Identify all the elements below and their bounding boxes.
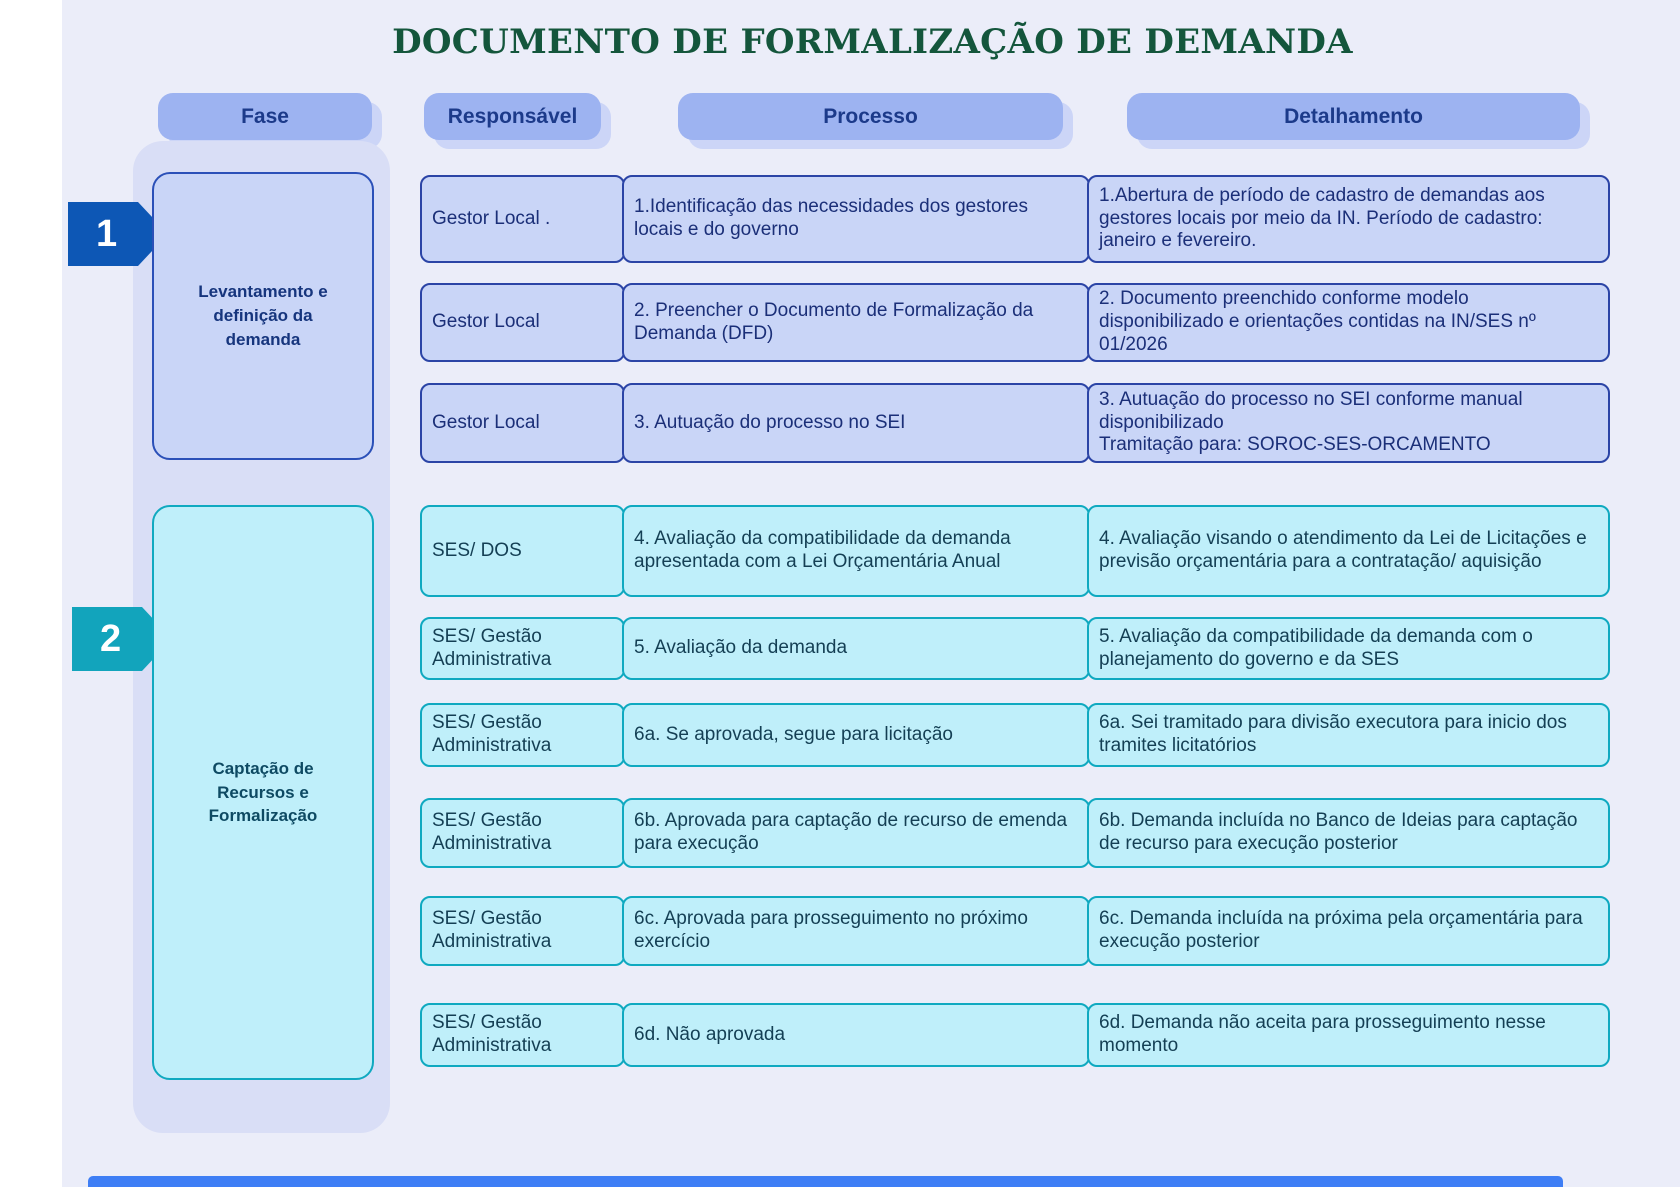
detalhamento-cell: 3. Autuação do processo no SEI conforme … xyxy=(1087,383,1610,463)
page-title: DOCUMENTO DE FORMALIZAÇÃO DE DEMANDA xyxy=(392,22,1353,62)
process-row-5: SES/ Gestão Administrativa 5. Avaliação … xyxy=(420,617,1610,680)
responsavel-cell: Gestor Local xyxy=(420,383,625,463)
processo-cell: 6d. Não aprovada xyxy=(622,1003,1090,1067)
responsavel-cell: SES/ Gestão Administrativa xyxy=(420,617,625,680)
process-row-8: SES/ Gestão Administrativa 6c. Aprovada … xyxy=(420,896,1610,966)
detalhamento-cell: 6b. Demanda incluída no Banco de Ideias … xyxy=(1087,798,1610,868)
responsavel-cell: Gestor Local xyxy=(420,283,625,362)
process-row-7: SES/ Gestão Administrativa 6b. Aprovada … xyxy=(420,798,1610,868)
responsavel-text: SES/ Gestão Administrativa xyxy=(432,908,552,952)
detalhamento-text: 1.Abertura de período de cadastro de dem… xyxy=(1099,184,1545,252)
detalhamento-text: 4. Avaliação visando o atendimento da Le… xyxy=(1099,528,1587,572)
phase-1-number: 1 xyxy=(96,212,118,255)
responsavel-text: SES/ Gestão Administrativa xyxy=(432,810,552,854)
phase-2-box: Captação de Recursos e Formalização xyxy=(152,505,374,1080)
processo-text: 1.Identificação das necessidades dos ges… xyxy=(634,196,1028,240)
detalhamento-text: 6b. Demanda incluída no Banco de Ideias … xyxy=(1099,810,1578,854)
responsavel-cell: SES/ DOS xyxy=(420,505,625,597)
processo-cell: 6c. Aprovada para prosseguimento no próx… xyxy=(622,896,1090,966)
responsavel-cell: SES/ Gestão Administrativa xyxy=(420,896,625,966)
processo-text: 6c. Aprovada para prosseguimento no próx… xyxy=(634,908,1028,952)
responsavel-text: Gestor Local . xyxy=(432,207,551,229)
processo-text: 6d. Não aprovada xyxy=(634,1023,786,1045)
processo-cell: 2. Preencher o Documento de Formalização… xyxy=(622,283,1090,362)
detalhamento-text: 2. Documento preenchido conforme modelo … xyxy=(1099,288,1536,355)
detalhamento-cell: 6c. Demanda incluída na próxima pela orç… xyxy=(1087,896,1610,966)
column-header-processo: Processo xyxy=(678,93,1063,140)
detalhamento-text: 3. Autuação do processo no SEI conforme … xyxy=(1099,388,1523,456)
column-header-fase: Fase xyxy=(158,93,372,140)
processo-cell: 4. Avaliação da compatibilidade da deman… xyxy=(622,505,1090,597)
detalhamento-cell: 2. Documento preenchido conforme modelo … xyxy=(1087,283,1610,362)
process-row-4: SES/ DOS 4. Avaliação da compatibilidade… xyxy=(420,505,1610,597)
responsavel-cell: SES/ Gestão Administrativa xyxy=(420,1003,625,1067)
phase-1-box: Levantamento e definição da demanda xyxy=(152,172,374,460)
detalhamento-text: 5. Avaliação da compatibilidade da deman… xyxy=(1099,625,1533,670)
bottom-bar xyxy=(88,1176,1563,1187)
detalhamento-text: 6d. Demanda não aceita para prosseguimen… xyxy=(1099,1012,1546,1056)
detalhamento-cell: 4. Avaliação visando o atendimento da Le… xyxy=(1087,505,1610,597)
responsavel-text: SES/ Gestão Administrativa xyxy=(432,712,552,756)
detalhamento-cell: 6a. Sei tramitado para divisão executora… xyxy=(1087,703,1610,767)
processo-text: 2. Preencher o Documento de Formalização… xyxy=(634,299,1034,344)
responsavel-cell: Gestor Local . xyxy=(420,175,625,263)
processo-text: 5. Avaliação da demanda xyxy=(634,637,848,659)
processo-text: 6a. Se aprovada, segue para licitação xyxy=(634,723,953,745)
phase-2-label: Captação de Recursos e Formalização xyxy=(208,758,318,826)
responsavel-cell: SES/ Gestão Administrativa xyxy=(420,703,625,767)
detalhamento-text: 6c. Demanda incluída na próxima pela orç… xyxy=(1099,908,1583,952)
processo-cell: 1.Identificação das necessidades dos ges… xyxy=(622,175,1090,263)
detalhamento-text: 6a. Sei tramitado para divisão executora… xyxy=(1099,712,1567,756)
processo-text: 6b. Aprovada para captação de recurso de… xyxy=(634,810,1068,854)
processo-text: 3. Autuação do processo no SEI xyxy=(634,411,906,433)
process-row-9: SES/ Gestão Administrativa 6d. Não aprov… xyxy=(420,1003,1610,1067)
detalhamento-cell: 1.Abertura de período de cadastro de dem… xyxy=(1087,175,1610,263)
detalhamento-cell: 6d. Demanda não aceita para prosseguimen… xyxy=(1087,1003,1610,1067)
process-row-6: SES/ Gestão Administrativa 6a. Se aprova… xyxy=(420,703,1610,767)
process-row-1: Gestor Local . 1.Identificação das neces… xyxy=(420,175,1610,263)
responsavel-cell: SES/ Gestão Administrativa xyxy=(420,798,625,868)
phase-2-number: 2 xyxy=(100,617,122,660)
detalhamento-cell: 5. Avaliação da compatibilidade da deman… xyxy=(1087,617,1610,680)
processo-cell: 6a. Se aprovada, segue para licitação xyxy=(622,703,1090,767)
responsavel-text: Gestor Local xyxy=(432,311,540,333)
column-header-detalhamento: Detalhamento xyxy=(1127,93,1580,140)
responsavel-text: Gestor Local xyxy=(432,411,540,433)
processo-cell: 6b. Aprovada para captação de recurso de… xyxy=(622,798,1090,868)
process-row-3: Gestor Local 3. Autuação do processo no … xyxy=(420,383,1610,463)
phase-1-label: Levantamento e definição da demanda xyxy=(198,282,328,349)
responsavel-text: SES/ Gestão Administrativa xyxy=(432,1012,552,1056)
column-header-responsavel: Responsável xyxy=(424,93,601,140)
responsavel-text: SES/ DOS xyxy=(432,539,522,561)
processo-cell: 3. Autuação do processo no SEI xyxy=(622,383,1090,463)
processo-cell: 5. Avaliação da demanda xyxy=(622,617,1090,680)
process-row-2: Gestor Local 2. Preencher o Documento de… xyxy=(420,283,1610,362)
processo-text: 4. Avaliação da compatibilidade da deman… xyxy=(634,528,1011,572)
responsavel-text: SES/ Gestão Administrativa xyxy=(432,625,552,670)
